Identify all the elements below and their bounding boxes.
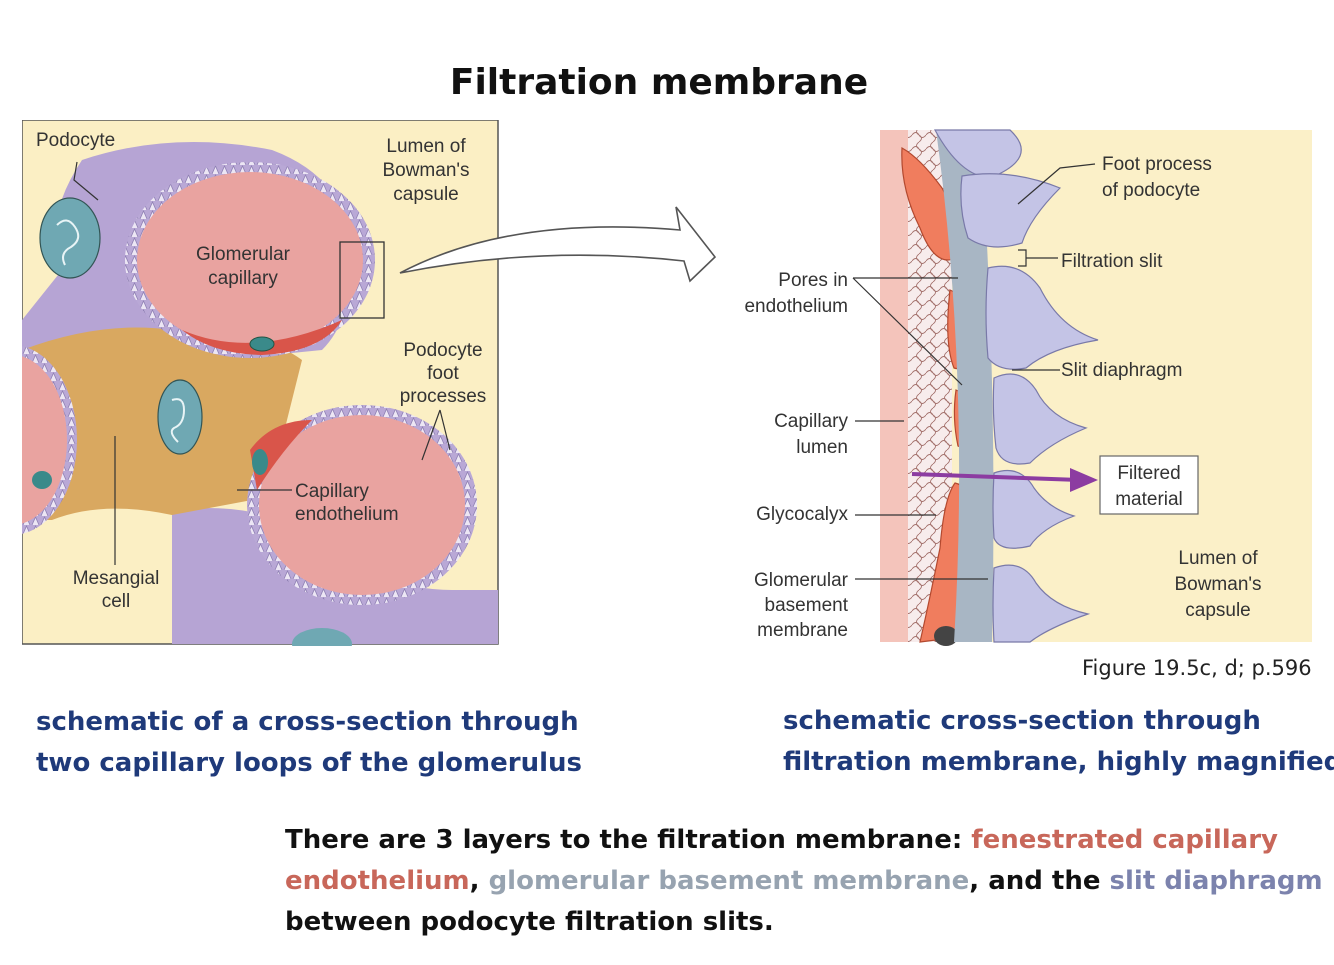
mesangial-cell-label-1: Mesangial	[73, 568, 160, 589]
slit-diaphragm-label: Slit diaphragm	[1061, 360, 1182, 381]
summary-text: There are 3 layers to the filtration mem…	[285, 820, 1325, 943]
glycocalyx-label: Glycocalyx	[756, 504, 848, 525]
lumen-label-2: Bowman's	[382, 160, 469, 181]
caption-right-line-2: filtration membrane, highly magnified	[783, 747, 1334, 777]
foot-process-label-2: of podocyte	[1102, 180, 1200, 201]
filtration-membrane-magnified-diagram: Foot process of podocyte Filtration slit…	[744, 129, 1312, 646]
caption-left: schematic of a cross-section through two…	[36, 702, 582, 784]
pores-label-2: endothelium	[744, 296, 848, 317]
foot-process-label-1: Foot process	[1102, 154, 1212, 175]
glomerular-capillary-label-2: capillary	[208, 268, 278, 289]
filtered-material-label-2: material	[1115, 489, 1183, 510]
capillary-endothelium-label-2: endothelium	[295, 504, 399, 525]
capillary-lumen-label-2: lumen	[796, 437, 848, 458]
pores-label-1: Pores in	[778, 270, 848, 291]
summary-part-2: ,	[469, 866, 489, 896]
glomerulus-cross-section-diagram: Podocyte Lumen of Bowman's capsule Glome…	[22, 120, 499, 646]
bowman-lumen-label-1: Lumen of	[1178, 548, 1258, 569]
foot-processes-label-2: foot	[427, 363, 459, 384]
gbm-label-2: basement	[765, 595, 849, 616]
filtration-slit-label: Filtration slit	[1061, 251, 1163, 272]
podocyte-label: Podocyte	[36, 130, 115, 151]
summary-part-1: There are 3 layers to the filtration mem…	[285, 825, 972, 855]
gbm-label-1: Glomerular	[754, 570, 849, 591]
magnify-arrow	[399, 206, 717, 283]
caption-left-line-1: schematic of a cross-section through	[36, 707, 579, 737]
caption-right: schematic cross-section through filtrati…	[783, 701, 1334, 783]
lumen-label-3: capsule	[393, 184, 459, 205]
capillary-endothelium-label-1: Capillary	[295, 481, 369, 502]
term-slit-diaphragm: slit diaphragm	[1109, 866, 1323, 896]
bowman-lumen-label-2: Bowman's	[1174, 574, 1261, 595]
capillary-lumen-label-1: Capillary	[774, 411, 848, 432]
page-title: Filtration membrane	[449, 62, 869, 103]
term-endothelium: fenestrated capillary endothelium	[285, 825, 1278, 896]
lumen-label-1: Lumen of	[386, 136, 466, 157]
summary-part-3: , and the	[969, 866, 1110, 896]
term-basement-membrane: glomerular basement membrane	[488, 866, 970, 896]
figure-reference: Figure 19.5c, d; p.596	[1082, 656, 1312, 680]
summary-part-4: between podocyte filtration slits.	[285, 907, 774, 937]
filtered-material-label-1: Filtered	[1117, 463, 1180, 484]
bowman-lumen-label-3: capsule	[1185, 600, 1251, 621]
foot-processes-label-3: processes	[400, 386, 487, 407]
caption-right-line-1: schematic cross-section through	[783, 706, 1261, 736]
gbm-label-3: membrane	[757, 620, 848, 641]
foot-processes-label-1: Podocyte	[403, 340, 482, 361]
caption-left-line-2: two capillary loops of the glomerulus	[36, 748, 582, 778]
glomerular-capillary-label-1: Glomerular	[196, 244, 291, 265]
mesangial-cell-label-2: cell	[102, 591, 131, 612]
